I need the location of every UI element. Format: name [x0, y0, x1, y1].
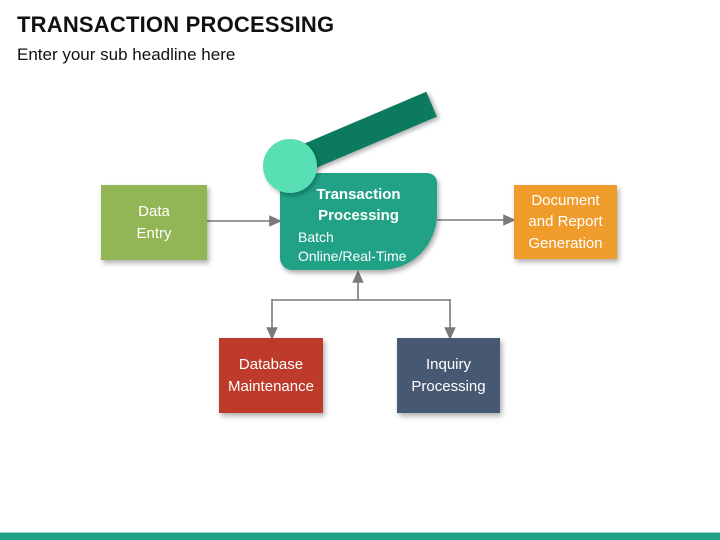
node-database-maintenance: Database Maintenance: [219, 338, 323, 413]
center-node-title: Transaction Processing: [316, 186, 401, 224]
hinge-circle-icon: [263, 139, 317, 193]
node-transaction-processing: Transaction Processing Batch Online/Real…: [280, 173, 437, 270]
mode-online-realtime: Online/Real-Time: [298, 247, 407, 264]
page-title: TRANSACTION PROCESSING: [17, 12, 335, 37]
footer-accent-bar: [0, 532, 720, 540]
node-inquiry-processing: Inquiry Processing: [397, 338, 500, 413]
page-subtitle: Enter your sub headline here: [17, 45, 236, 64]
center-node-modes: Batch Online/Real-Time: [280, 228, 437, 266]
arrowhead-down-right: [444, 327, 456, 340]
arrowhead-up: [352, 270, 364, 283]
mode-batch: Batch: [298, 229, 334, 245]
arrowhead-right-1: [269, 215, 282, 227]
arrowhead-down-left: [266, 327, 278, 340]
node-document-report-generation: Document and Report Generation: [514, 185, 617, 259]
arrowhead-right-2: [503, 214, 516, 226]
node-data-entry: Data Entry: [101, 185, 207, 260]
